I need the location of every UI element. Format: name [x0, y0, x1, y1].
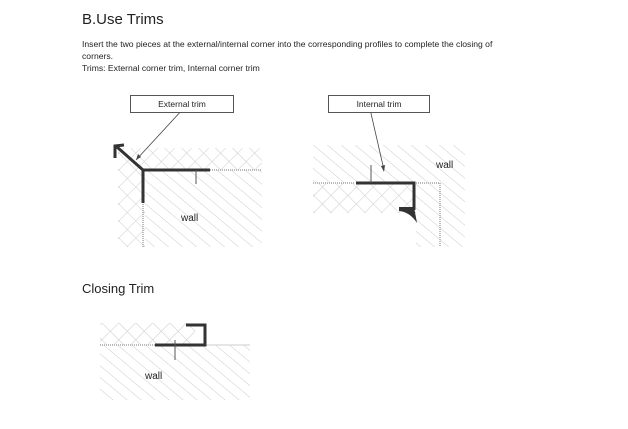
internal-wall-label: wall [436, 160, 454, 171]
internal-trim-diagram [313, 95, 465, 247]
section-title: B.Use Trims [82, 11, 164, 28]
instruction-line-1: Insert the two pieces at the external/in… [82, 39, 493, 49]
closing-trim-diagram [100, 323, 250, 400]
instruction-line-2: corners. [82, 51, 114, 61]
external-trim-diagram [113, 95, 262, 247]
closing-trim-title: Closing Trim [82, 281, 155, 296]
closing-wall-label: wall [145, 371, 163, 382]
external-wall-label: wall [181, 213, 199, 224]
external-trim-label: External trim [130, 95, 234, 113]
instruction-line-3: Trims: External corner trim, Internal co… [82, 63, 260, 73]
internal-trim-label: Internal trim [328, 95, 430, 113]
